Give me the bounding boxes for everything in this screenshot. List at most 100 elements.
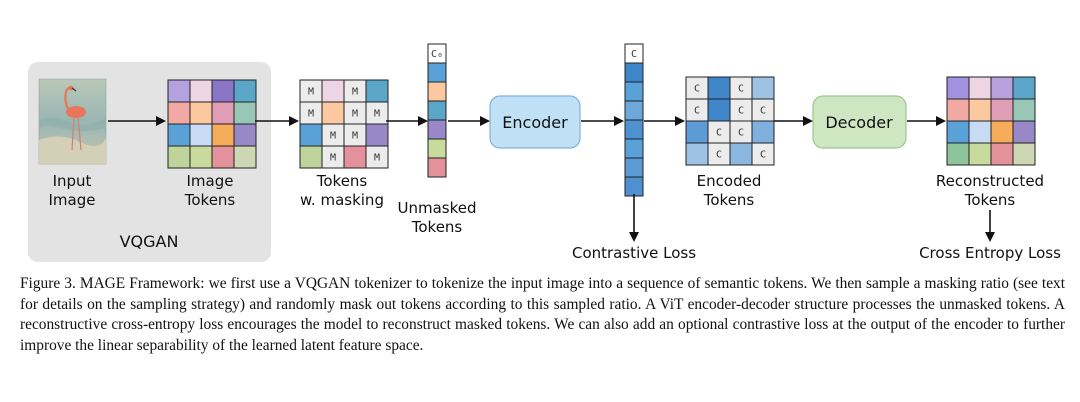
- contrastive-token-cell: [624, 119, 644, 140]
- reconstructed-token-cell: [990, 120, 1014, 144]
- flow-arrows: [108, 116, 995, 242]
- input-image-label-line1: Input: [53, 172, 92, 190]
- encoded-token-cell-label: C: [738, 106, 744, 117]
- encoded-token-cell-label: C: [760, 150, 766, 161]
- reconstructed-token-cell: [1012, 120, 1036, 144]
- masked-token-cell: [343, 145, 367, 169]
- reconstructed-token-cell: [946, 120, 970, 144]
- masked-token-cell: [365, 79, 389, 103]
- image-token-cell: [233, 79, 257, 103]
- encoder-box: [489, 95, 581, 149]
- encoded-token-cell-label: C: [694, 106, 700, 117]
- reconstructed-token-cell: [968, 120, 992, 144]
- unmasked-token-cls-label: C₀: [431, 49, 443, 60]
- image-token-cell: [211, 145, 235, 169]
- image-token-cell: [189, 145, 213, 169]
- encoded-token-cell-label: C: [738, 84, 744, 95]
- encoded-token-cell: [751, 120, 775, 144]
- unmasked-token-cell: [427, 100, 447, 121]
- masked-token-cell: [299, 145, 323, 169]
- figure-caption: Figure 3. MAGE Framework: we first use a…: [20, 275, 1065, 354]
- reconstructed-token-cell: [968, 98, 992, 122]
- image-tokens-label-line1: Image: [187, 172, 234, 190]
- unmasked-token-cell: [427, 62, 447, 83]
- tokens-masking-label-line1: Tokens: [316, 172, 368, 190]
- unmasked-tokens-label-line1: Unmasked: [397, 199, 476, 217]
- masked-token-cell: [321, 101, 345, 125]
- unmasked-token-cell: [427, 138, 447, 159]
- encoded-token-cell-label: C: [760, 106, 766, 117]
- decoder-box: [812, 95, 907, 149]
- image-token-cell: [189, 79, 213, 103]
- image-token-cell: [167, 145, 191, 169]
- masked-token-cell-label: M: [330, 131, 336, 142]
- encoded-token-cell: [685, 120, 709, 144]
- masked-token-cell-label: M: [352, 131, 358, 142]
- contrastive-token-cell: [624, 138, 644, 159]
- encoded-token-cell: [751, 76, 775, 100]
- image-token-cell: [233, 101, 257, 125]
- decoder-label: Decoder: [825, 113, 893, 132]
- image-tokens-grid: [167, 79, 257, 169]
- masked-token-cell: [321, 79, 345, 103]
- contrastive-token-cell: [624, 157, 644, 178]
- image-tokens-label-line2: Tokens: [184, 191, 236, 209]
- input-image: [38, 78, 107, 165]
- reconstructed-token-cell: [1012, 98, 1036, 122]
- masked-token-cell: [365, 145, 389, 169]
- image-token-cell: [211, 123, 235, 147]
- encoded-token-cell: [751, 142, 775, 166]
- image-token-cell: [233, 123, 257, 147]
- encoded-token-cell: [707, 76, 731, 100]
- encoder-label: Encoder: [502, 113, 568, 132]
- reconstructed-token-cell: [990, 76, 1014, 100]
- encoded-token-cell-label: C: [716, 128, 722, 139]
- encoded-token-cell: [707, 98, 731, 122]
- contrastive-token-cls-label: C: [631, 49, 637, 60]
- reconstructed-token-cell: [990, 142, 1014, 166]
- image-token-cell: [167, 101, 191, 125]
- reconstructed-token-cell: [946, 98, 970, 122]
- masked-token-cell-label: M: [308, 87, 314, 98]
- vqgan-label: VQGAN: [120, 232, 179, 251]
- image-token-cell: [233, 145, 257, 169]
- image-token-cell: [167, 123, 191, 147]
- reconstructed-token-cell: [1012, 76, 1036, 100]
- encoded-token-cell: [685, 142, 709, 166]
- unmasked-tokens-label-line2: Tokens: [411, 218, 463, 236]
- reconstructed-token-cell: [1012, 142, 1036, 166]
- unmasked-token-cell: [427, 81, 447, 102]
- image-token-cell: [211, 79, 235, 103]
- contrastive-loss-label: Contrastive Loss: [572, 244, 696, 262]
- encoded-token-cell: [729, 142, 753, 166]
- reconstructed-tokens-label-line1: Reconstructed: [936, 172, 1044, 190]
- masked-token-cell-label: M: [352, 109, 358, 120]
- flamingo-icon: [64, 85, 86, 151]
- masked-token-cell-label: M: [330, 153, 336, 164]
- unmasked-tokens-column: C₀: [427, 43, 447, 178]
- image-token-cell: [167, 79, 191, 103]
- encoded-token-cell-label: C: [738, 128, 744, 139]
- masked-token-cell: [365, 123, 389, 147]
- encoded-tokens-label-line1: Encoded: [697, 172, 762, 190]
- cross-entropy-loss-label: Cross Entropy Loss: [919, 244, 1061, 262]
- reconstructed-token-cell: [968, 76, 992, 100]
- unmasked-token-cell: [427, 157, 447, 178]
- contrastive-token-cell: [624, 100, 644, 121]
- encoded-tokens-column: C: [624, 43, 644, 197]
- contrastive-token-cell: [624, 62, 644, 83]
- masked-token-cell-label: M: [374, 109, 380, 120]
- masked-token-cell: [299, 123, 323, 147]
- tokens-masking-label-line2: w. masking: [300, 191, 384, 209]
- reconstructed-token-cell: [946, 76, 970, 100]
- masked-token-cell-label: M: [374, 153, 380, 164]
- reconstructed-token-cell: [968, 142, 992, 166]
- encoded-token-cell-label: C: [716, 150, 722, 161]
- contrastive-token-cell: [624, 176, 644, 197]
- reconstructed-tokens-label-line2: Tokens: [964, 191, 1016, 209]
- image-token-cell: [211, 101, 235, 125]
- image-token-cell: [189, 123, 213, 147]
